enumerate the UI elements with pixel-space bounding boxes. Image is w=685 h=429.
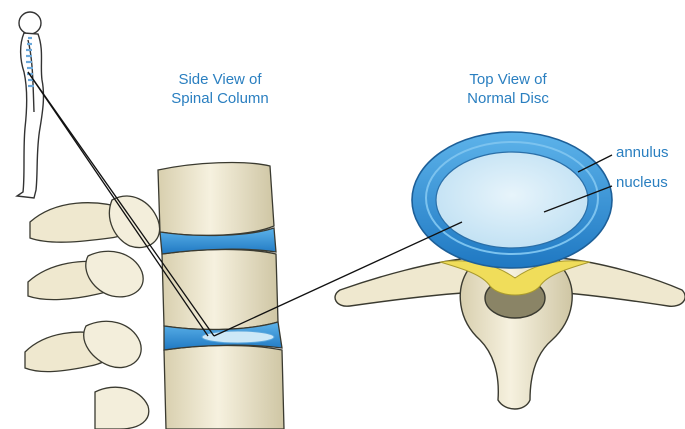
top-view-caption-line1: Top View of (438, 70, 578, 89)
vertebral-body-2 (162, 250, 278, 330)
top-view-caption: Top View of Normal Disc (438, 70, 578, 108)
human-figure (17, 12, 43, 198)
figure-head (19, 12, 41, 34)
side-view-caption-line2: Spinal Column (150, 89, 290, 108)
side-view-caption-line1: Side View of (150, 70, 290, 89)
disc-nucleus (436, 152, 588, 248)
annulus-label: annulus (616, 144, 669, 162)
vertebral-body-1 (158, 163, 274, 236)
side-view-caption: Side View of Spinal Column (150, 70, 290, 108)
side-view-spine (25, 163, 284, 429)
side-disc-nucleus (202, 331, 274, 343)
vertebral-body-3 (164, 346, 284, 429)
top-view-caption-line2: Normal Disc (438, 89, 578, 108)
facet-joint-1 (109, 196, 159, 247)
nucleus-label: nucleus (616, 174, 668, 192)
facet-joint-4 (95, 387, 149, 429)
